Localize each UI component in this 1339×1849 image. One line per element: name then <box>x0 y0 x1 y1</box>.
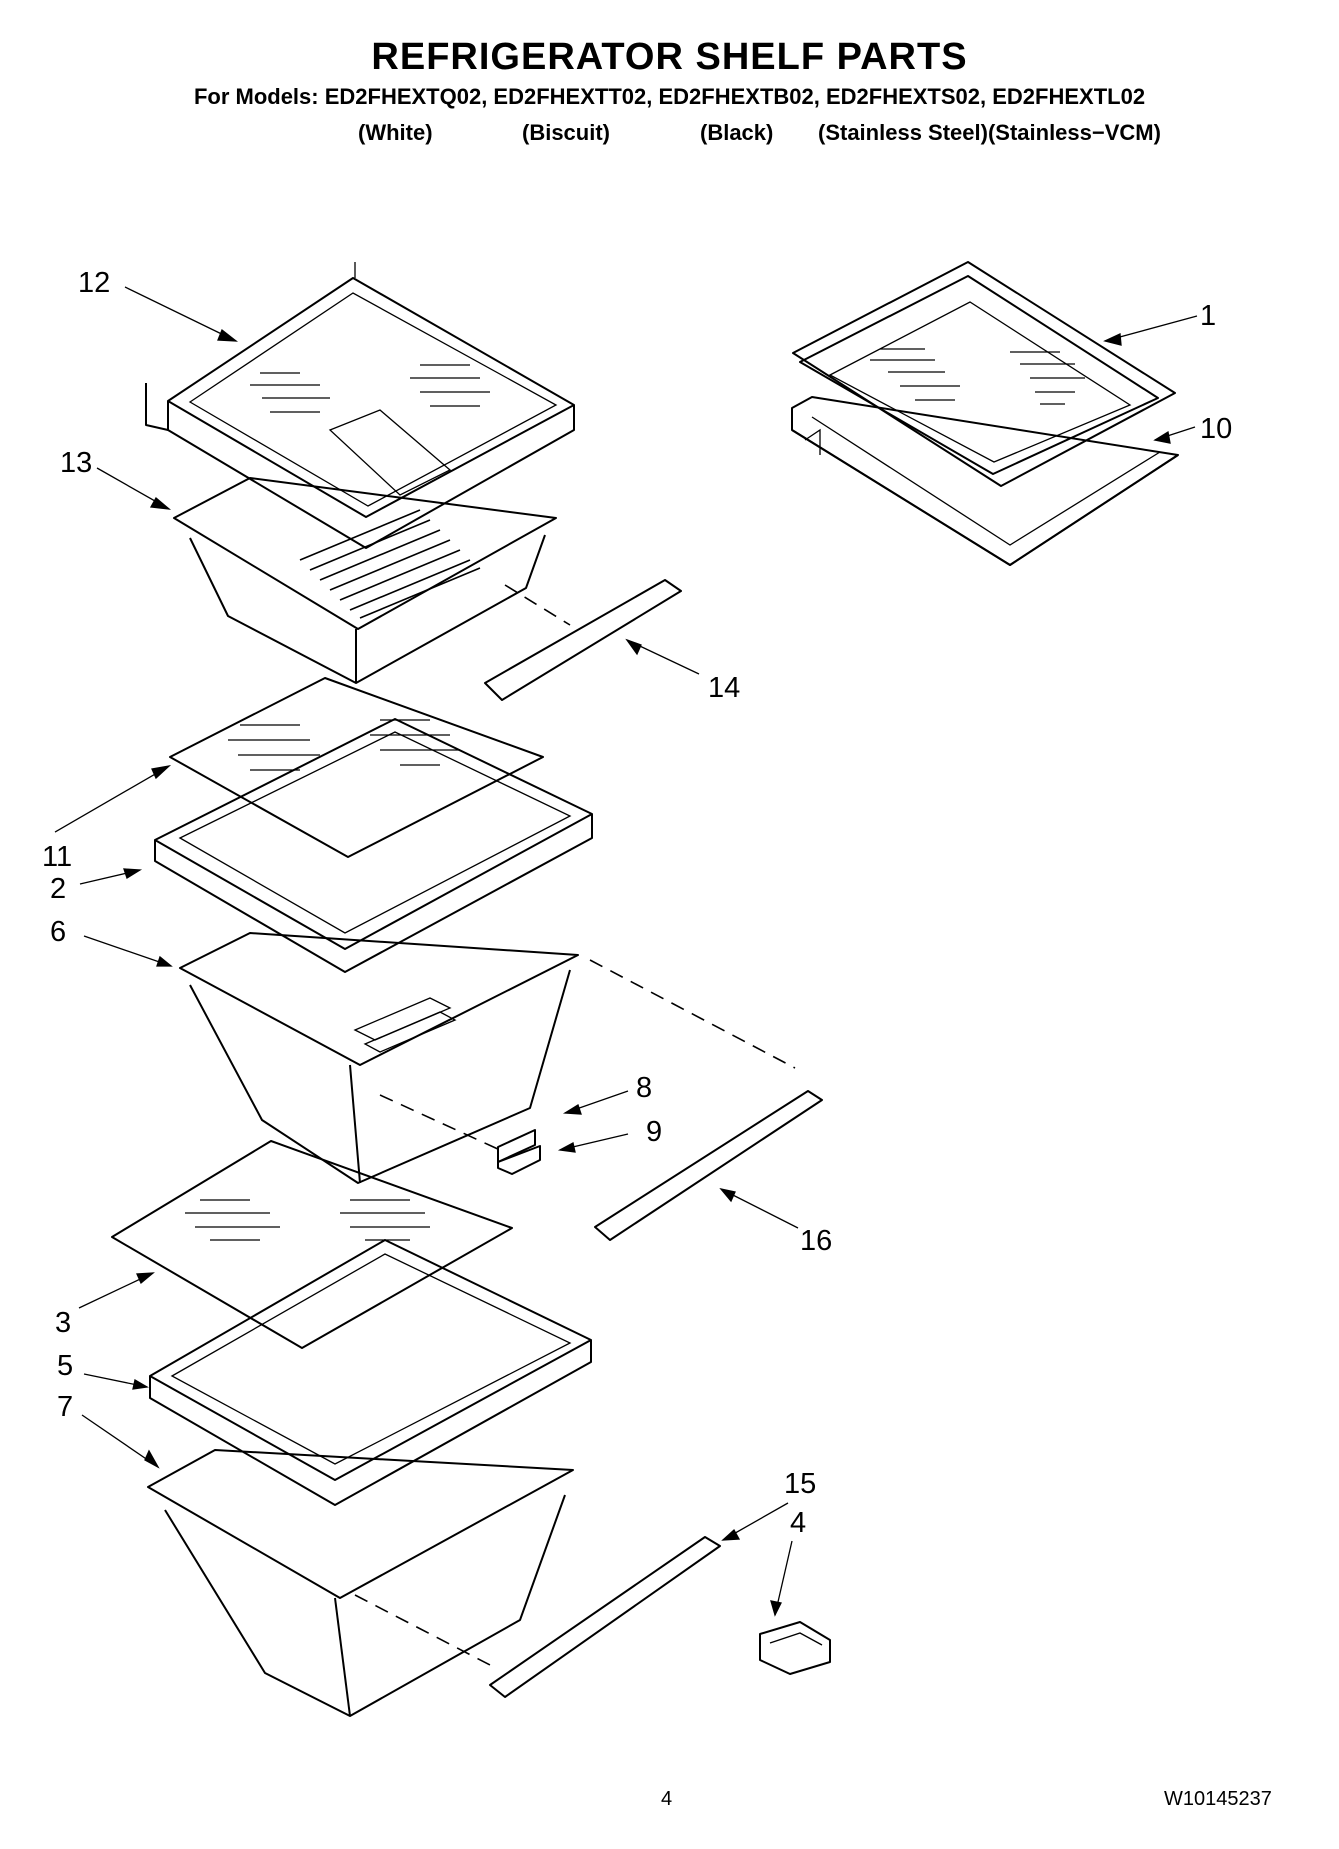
part-top-shelf <box>145 262 575 549</box>
callout-12: 12 <box>78 267 110 299</box>
color-stainless: (Stainless Steel)(Stainless−VCM) <box>818 120 1161 145</box>
callout-3: 3 <box>55 1307 71 1339</box>
callout-15: 15 <box>784 1468 816 1500</box>
part-middle-drawer <box>179 932 579 1184</box>
part-lower-glass <box>111 1140 513 1349</box>
callout-10: 10 <box>1200 413 1232 445</box>
part-clip-8 <box>497 1129 536 1163</box>
part-middle-glass <box>169 677 544 858</box>
part-lower-frame <box>149 1239 592 1506</box>
part-shelf-frame-right <box>791 396 1179 566</box>
callout-1: 1 <box>1200 300 1216 332</box>
part-middle-rail <box>594 1090 823 1241</box>
part-middle-frame <box>154 718 593 973</box>
document-number: W10145237 <box>1164 1788 1272 1810</box>
color-white: (White) <box>358 120 433 145</box>
part-clip-9 <box>497 1145 541 1175</box>
callout-9: 9 <box>646 1116 662 1148</box>
callout-6: 6 <box>50 916 66 948</box>
callout-13: 13 <box>60 447 92 479</box>
part-lower-drawer <box>147 1449 574 1717</box>
leader-lines <box>54 286 1198 1617</box>
model-list: For Models: ED2FHEXTQ02, ED2FHEXTT02, ED… <box>193 84 1146 109</box>
color-black: (Black) <box>700 120 774 145</box>
callout-16: 16 <box>800 1225 832 1257</box>
page-number: 4 <box>661 1788 673 1810</box>
part-glass-shelf-right <box>792 261 1176 487</box>
part-upper-drawer <box>173 477 557 684</box>
callout-2: 2 <box>50 873 66 905</box>
part-upper-rail <box>484 579 682 701</box>
callout-8: 8 <box>636 1072 652 1104</box>
part-lower-rail <box>354 1536 721 1698</box>
callout-4: 4 <box>790 1507 806 1539</box>
callout-14: 14 <box>708 672 740 704</box>
page-title: REFRIGERATOR SHELF PARTS <box>371 36 968 78</box>
part-clip-4 <box>759 1621 831 1675</box>
callout-7: 7 <box>57 1391 73 1423</box>
color-biscuit: (Biscuit) <box>522 120 610 145</box>
callout-5: 5 <box>57 1350 73 1382</box>
callout-11: 11 <box>42 841 72 873</box>
